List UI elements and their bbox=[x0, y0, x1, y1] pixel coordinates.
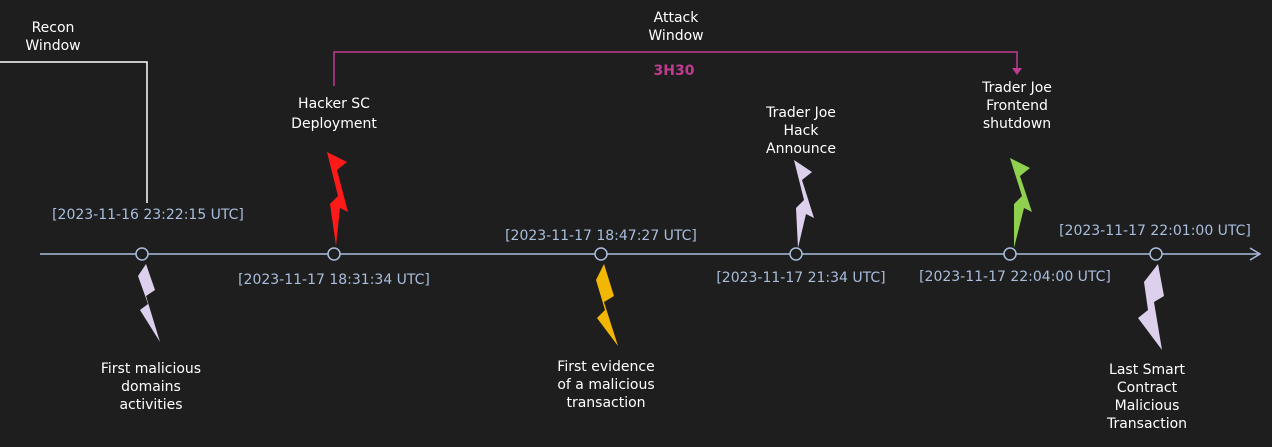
event-desc-6-line2: Contract bbox=[1117, 380, 1178, 396]
lavender-bolt-icon bbox=[794, 160, 814, 248]
event-desc-1-line1: First malicious bbox=[101, 361, 201, 377]
event-desc-3-line1: First evidence bbox=[557, 359, 654, 375]
recon-window-label-line1: Recon bbox=[32, 20, 75, 36]
event-desc-4-line1: Trader Joe bbox=[765, 105, 836, 121]
event-marker-2 bbox=[327, 247, 341, 261]
event-desc-3-line2: of a malicious bbox=[557, 377, 654, 393]
event-desc-1-line3: activities bbox=[119, 397, 182, 413]
attack-window-arrowhead bbox=[1012, 68, 1022, 75]
event-marker-3 bbox=[594, 247, 608, 261]
event-desc-6-line1: Last Smart bbox=[1109, 362, 1185, 378]
event-date-1: [2023-11-16 23:22:15 UTC] bbox=[52, 207, 244, 223]
lavender-bolt-icon bbox=[1138, 264, 1164, 350]
event-marker-6 bbox=[1149, 247, 1163, 261]
recon-window-bracket bbox=[0, 61, 148, 203]
lavender-bolt-icon bbox=[138, 264, 160, 342]
timeline-arrowhead bbox=[1249, 247, 1262, 261]
event-desc-4-line3: Announce bbox=[766, 141, 836, 157]
event-date-3: [2023-11-17 18:47:27 UTC] bbox=[505, 228, 697, 244]
event-desc-5-line1: Trader Joe bbox=[981, 80, 1052, 96]
event-date-6: [2023-11-17 22:01:00 UTC] bbox=[1059, 223, 1251, 239]
event-desc-6-line3: Malicious bbox=[1115, 398, 1180, 414]
event-marker-1 bbox=[135, 247, 149, 261]
event-desc-2-line2: Deployment bbox=[291, 116, 377, 132]
orange-bolt-icon bbox=[596, 264, 618, 346]
event-desc-5-line3: shutdown bbox=[983, 116, 1051, 132]
event-desc-3-line3: transaction bbox=[566, 395, 645, 411]
event-desc-1-line2: domains bbox=[121, 379, 181, 395]
red-bolt-icon bbox=[327, 152, 348, 246]
event-desc-5-line2: Frontend bbox=[986, 98, 1048, 114]
event-desc-2-line1: Hacker SC bbox=[298, 96, 370, 112]
attack-window-label-line2: Window bbox=[648, 28, 703, 44]
event-desc-4-line2: Hack bbox=[784, 123, 820, 139]
event-marker-5 bbox=[1003, 247, 1017, 261]
event-marker-4 bbox=[789, 247, 803, 261]
event-date-5: [2023-11-17 22:04:00 UTC] bbox=[919, 269, 1111, 285]
event-date-4: [2023-11-17 21:34 UTC] bbox=[716, 270, 885, 286]
green-bolt-icon bbox=[1010, 158, 1032, 248]
event-desc-6-line4: Transaction bbox=[1106, 416, 1187, 432]
recon-window-label-line2: Window bbox=[25, 38, 80, 54]
attack-window-duration: 3H30 bbox=[654, 63, 695, 79]
attack-window-label-line1: Attack bbox=[654, 10, 700, 26]
event-date-2: [2023-11-17 18:31:34 UTC] bbox=[238, 272, 430, 288]
attack-window-bracket bbox=[333, 51, 1018, 86]
